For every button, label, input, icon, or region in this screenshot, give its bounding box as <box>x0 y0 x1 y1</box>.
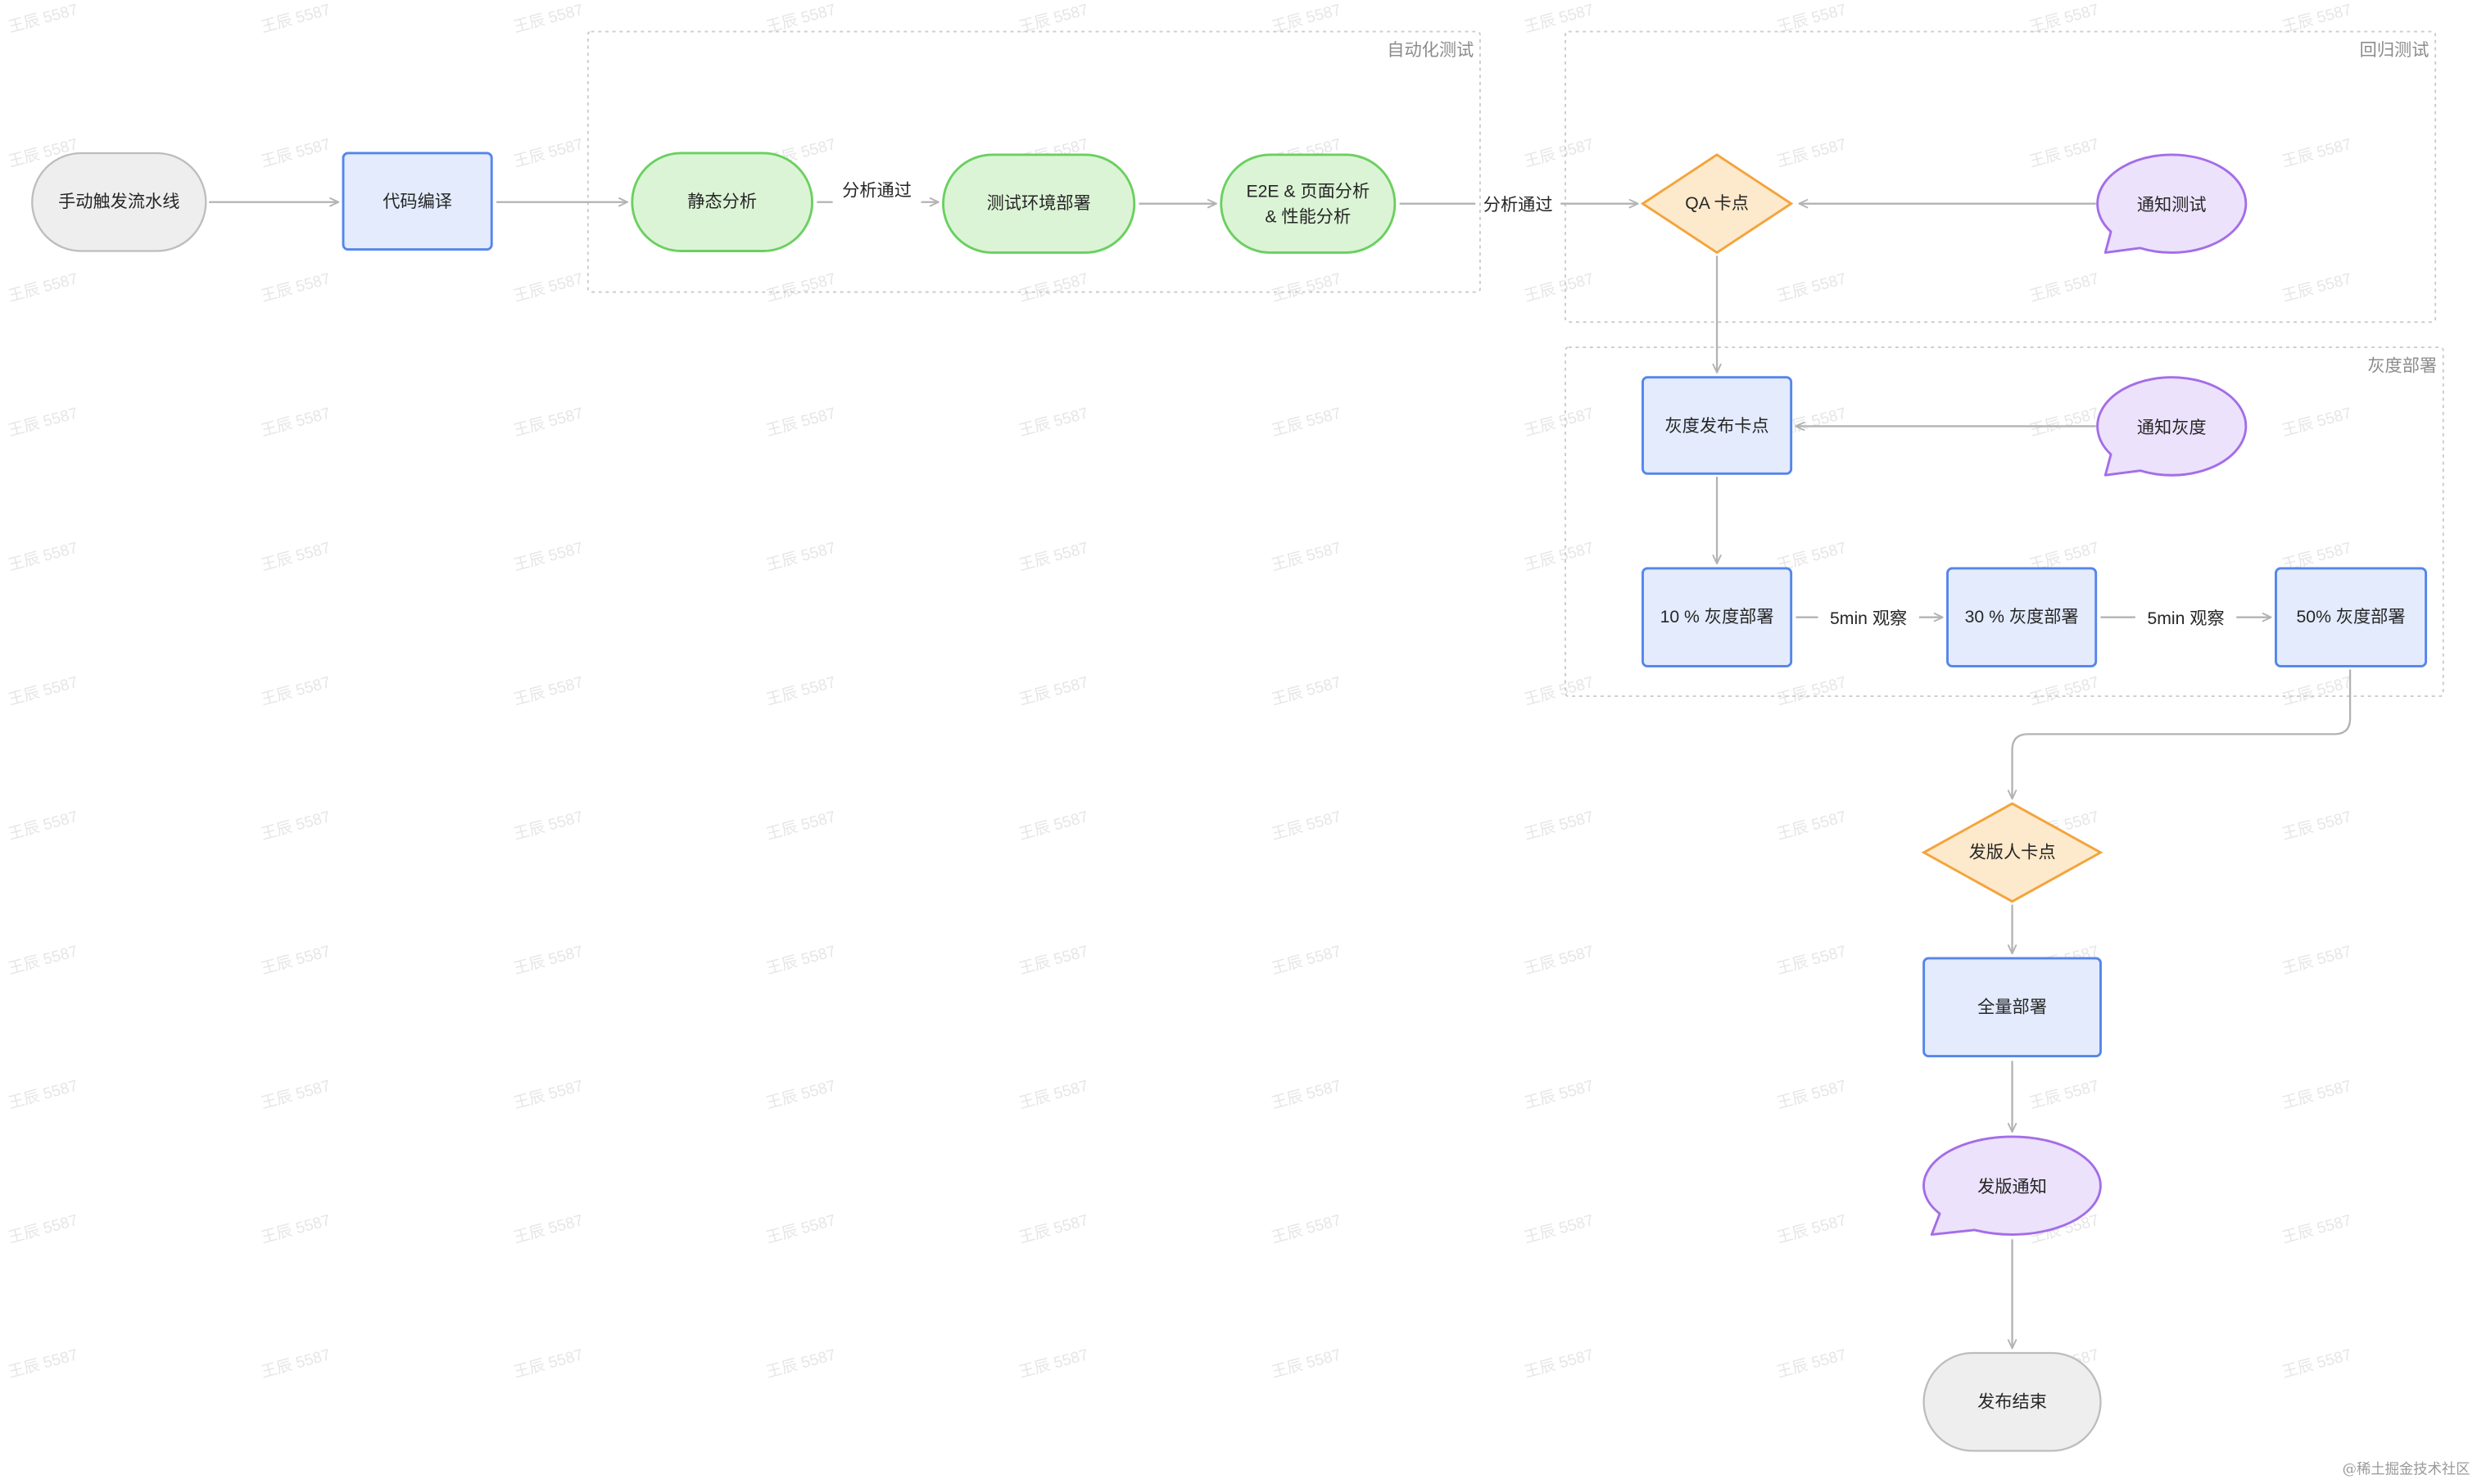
notify-gray-speech-bubble <box>2096 376 2248 477</box>
releaser-gate-node: 发版人卡点 <box>1921 802 2103 903</box>
full-deploy-label: 全量部署 <box>1977 997 2047 1016</box>
code-compile-label: 代码编译 <box>383 192 452 211</box>
edges: 分析通过 分析通过 5min 观察 5min 观察 <box>209 181 2352 1350</box>
code-compile-node: 代码编译 <box>342 152 493 251</box>
test-env-deploy-label: 测试环境部署 <box>987 193 1091 213</box>
group-automated-testing: 自动化测试 <box>586 30 1481 293</box>
edge-label-static-analysis-passed: 分析通过 <box>842 181 912 201</box>
group-regression-testing-label: 回归测试 <box>2360 40 2429 60</box>
group-gray-release-border <box>1565 346 2444 698</box>
releaser-gate-diamond <box>1921 802 2103 903</box>
group-gray-release-label: 灰度部署 <box>2367 356 2437 376</box>
gray-30-node: 30 % 灰度部署 <box>1946 567 2098 667</box>
release-end-node: 发布结束 <box>1922 1351 2102 1452</box>
group-automated-testing-label: 自动化测试 <box>1387 40 1474 60</box>
notify-testing-label: 通知测试 <box>2137 195 2207 215</box>
group-regression-testing-border <box>1565 30 2437 323</box>
release-notice-node: 发版通知 <box>1922 1135 2102 1236</box>
edge-label-observe-after-30: 5min 观察 <box>2148 609 2225 628</box>
group-gray-release: 灰度部署 <box>1565 346 2444 698</box>
group-regression-testing: 回归测试 <box>1565 30 2437 323</box>
static-analysis-shape <box>631 152 813 252</box>
gray-10-node: 10 % 灰度部署 <box>1642 567 1793 667</box>
e2e-analysis-node: E2E & 页面分析 & 性能分析 <box>1220 153 1397 254</box>
manual-trigger-node: 手动触发流水线 <box>31 152 207 252</box>
notify-testing-node: 通知测试 <box>2096 153 2248 254</box>
gray-10-label: 10 % 灰度部署 <box>1660 607 1774 627</box>
gray-30-shape <box>1946 567 2098 667</box>
manual-trigger-label: 手动触发流水线 <box>58 192 179 211</box>
test-env-deploy-shape <box>942 153 1136 254</box>
e2e-analysis-shape <box>1220 153 1397 254</box>
notify-testing-speech-bubble <box>2096 153 2248 254</box>
edge-label-e2e-analysis-passed: 分析通过 <box>1483 195 1553 215</box>
release-notice-speech-bubble <box>1922 1135 2102 1236</box>
gray-50-label: 50% 灰度部署 <box>2297 607 2406 627</box>
qa-gate-node: QA 卡点 <box>1640 153 1794 255</box>
qa-gate-label: QA 卡点 <box>1685 193 1749 213</box>
release-end-shape <box>1922 1351 2102 1452</box>
notify-gray-node: 通知灰度 <box>2096 376 2248 477</box>
static-analysis-node: 静态分析 <box>631 152 813 252</box>
gray-50-node: 50% 灰度部署 <box>2275 567 2428 667</box>
full-deploy-node: 全量部署 <box>1922 957 2102 1058</box>
gray-release-gate-shape <box>1642 376 1793 475</box>
gray-50-shape <box>2275 567 2428 667</box>
release-notice-label: 发版通知 <box>1977 1177 2047 1197</box>
test-env-deploy-node: 测试环境部署 <box>942 153 1136 254</box>
gray-release-gate-node: 灰度发布卡点 <box>1642 376 1793 475</box>
full-deploy-shape <box>1922 957 2102 1058</box>
e2e-analysis-label-line-2: & 性能分析 <box>1265 207 1351 227</box>
gray-release-gate-label: 灰度发布卡点 <box>1665 416 1769 436</box>
gray-10-shape <box>1642 567 1793 667</box>
edge-gray-50-to-releaser-gate <box>2007 669 2352 800</box>
release-end-label: 发布结束 <box>1977 1391 2047 1411</box>
source-credit: @稀土掘金技术社区 <box>2343 1462 2470 1478</box>
e2e-analysis-label-line-1: E2E & 页面分析 <box>1246 182 1370 201</box>
qa-gate-diamond <box>1640 153 1794 255</box>
notify-gray-label: 通知灰度 <box>2137 418 2207 437</box>
releaser-gate-label: 发版人卡点 <box>1969 842 2056 862</box>
edge-label-observe-after-10: 5min 观察 <box>1830 609 1907 628</box>
gray-30-label: 30 % 灰度部署 <box>1965 607 2079 627</box>
group-automated-testing-border <box>586 30 1481 293</box>
static-analysis-label: 静态分析 <box>687 192 757 211</box>
code-compile-shape <box>342 152 493 251</box>
manual-trigger-shape <box>31 152 207 252</box>
